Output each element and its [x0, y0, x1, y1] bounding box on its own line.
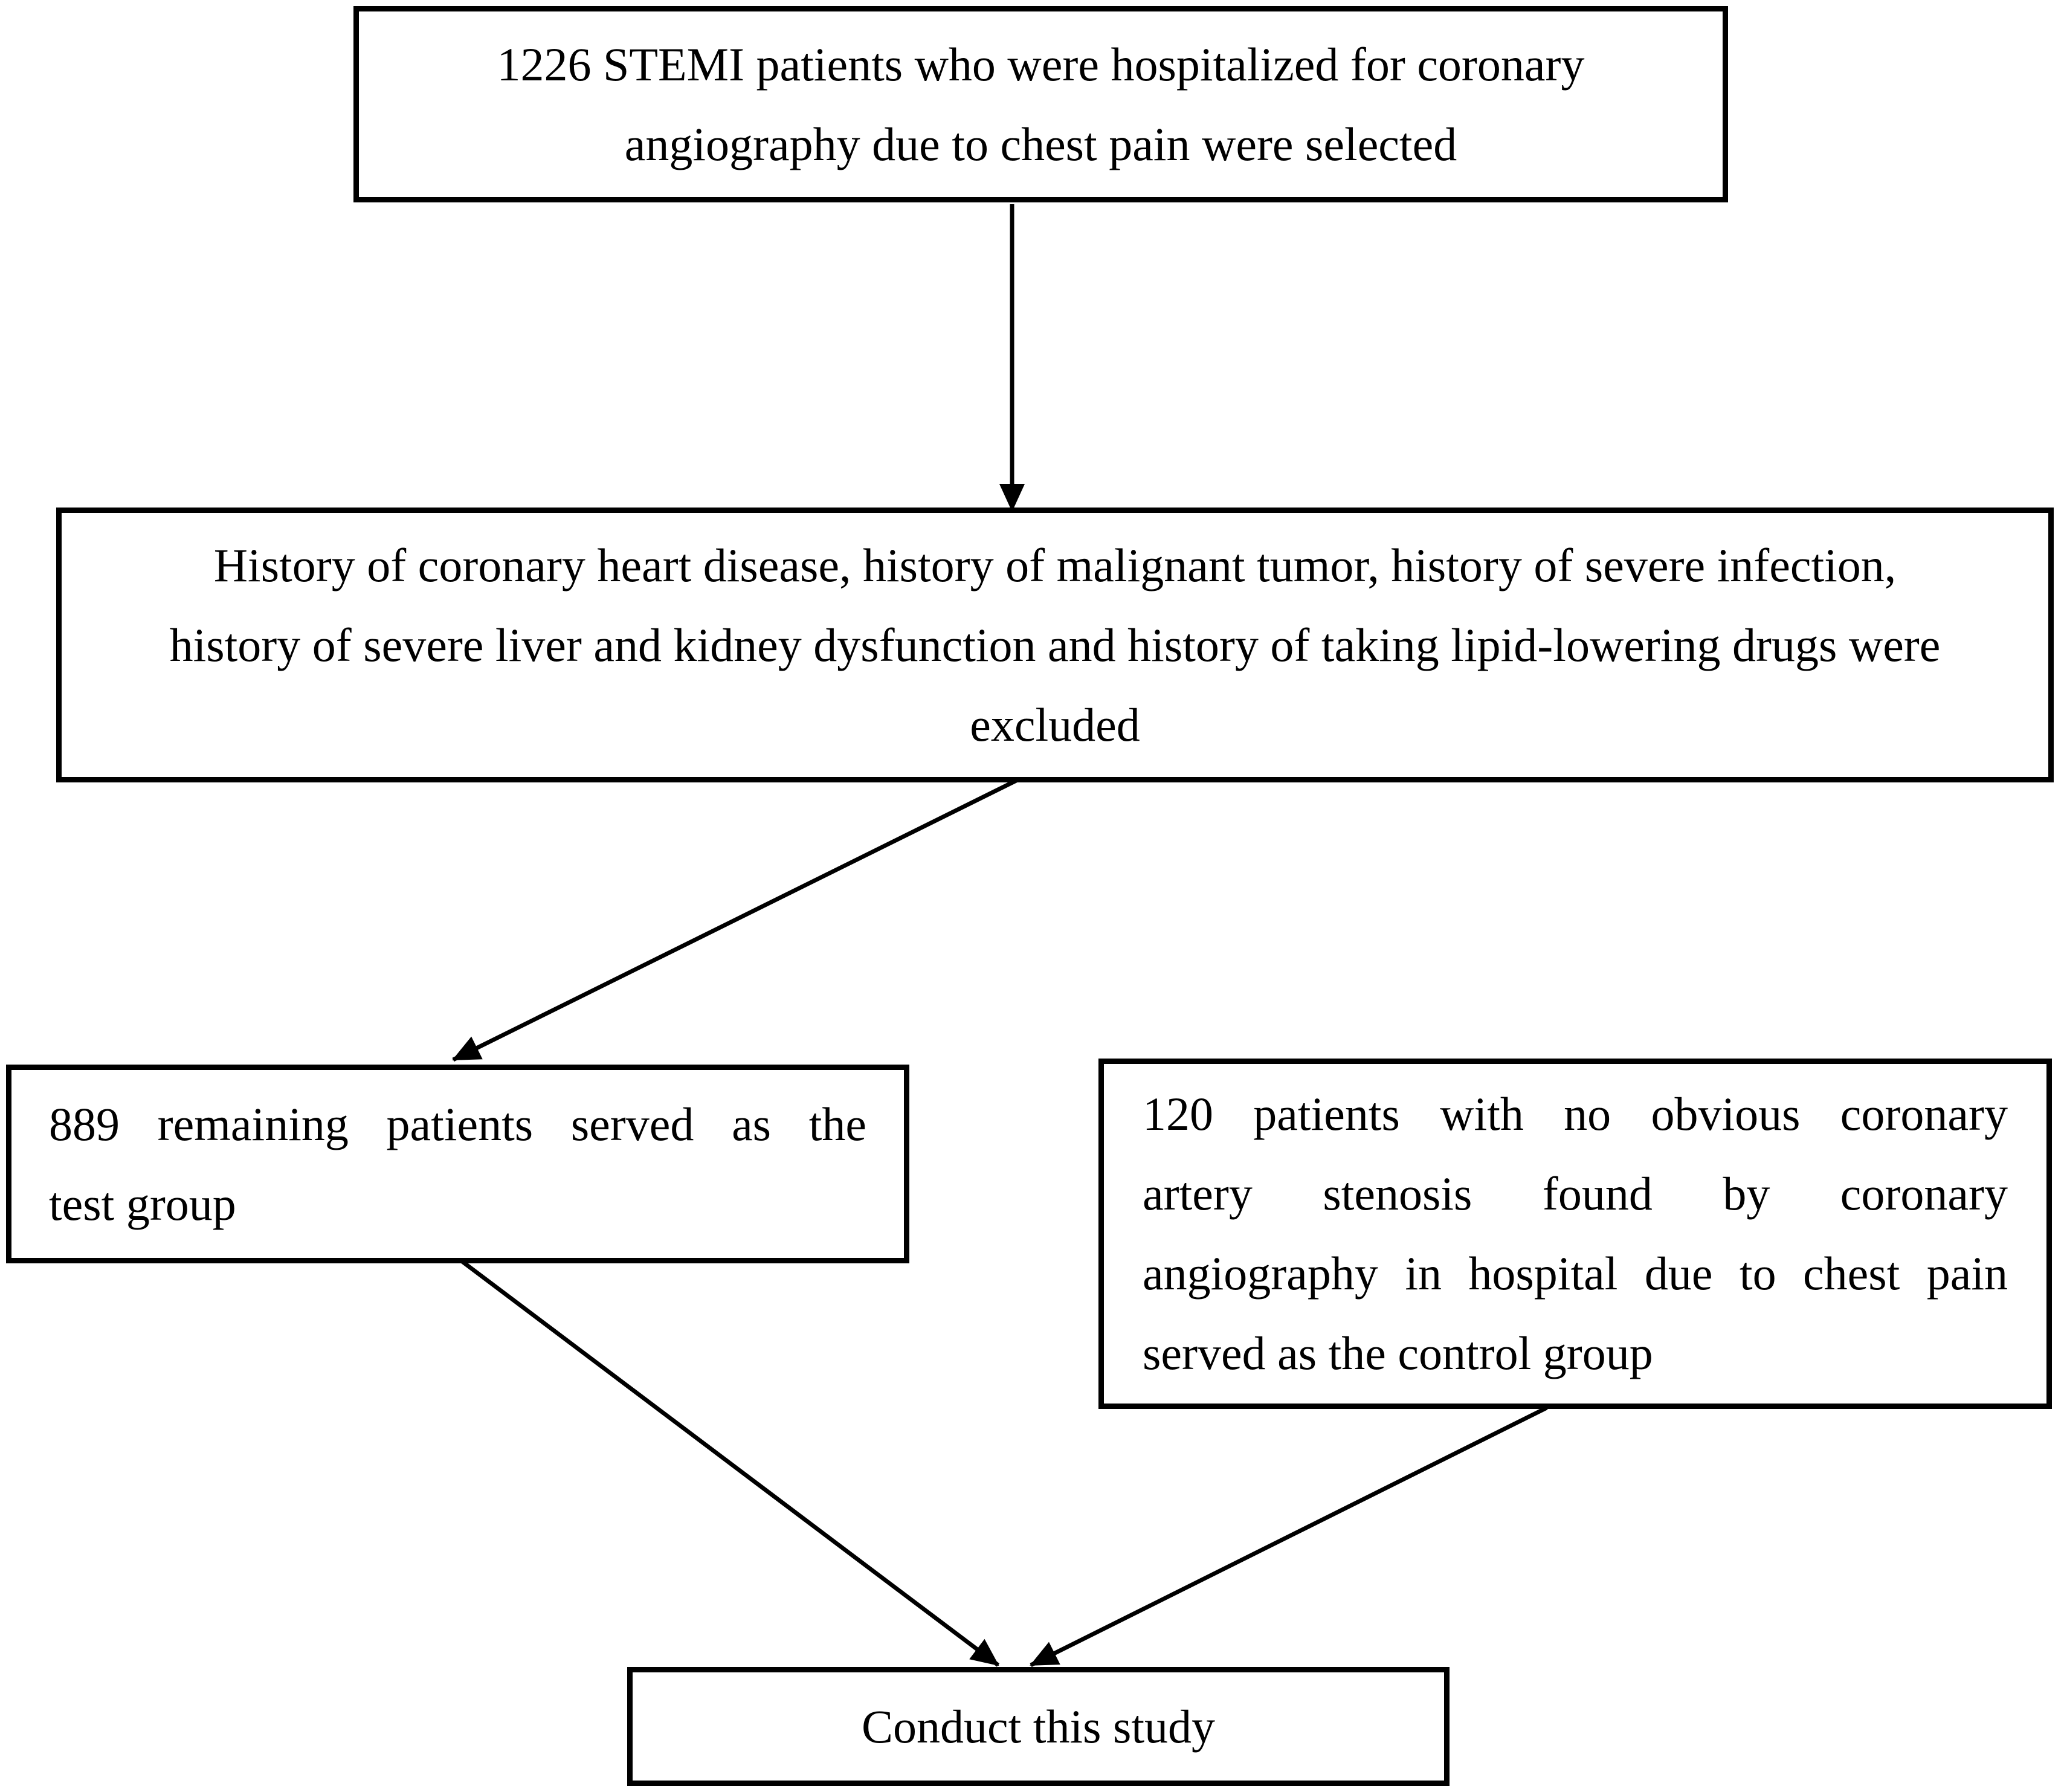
box-control-group-line: 120 patients with no obvious coronary [1143, 1088, 2008, 1140]
box-control-group-line: angiography in hospital due to chest pai… [1143, 1247, 2008, 1300]
box-conduct-study: Conduct this study [627, 1667, 1450, 1786]
box-control-group-line: artery stenosis found by coronary [1143, 1167, 2008, 1220]
box-exclusion-criteria-line: History of coronary heart disease, histo… [213, 538, 1897, 591]
box-test-group: 889 remaining patients served as the tes… [6, 1065, 909, 1263]
box-control-group: 120 patients with no obvious coronary ar… [1098, 1059, 2052, 1409]
box-patients-selected-line: angiography due to chest pain were selec… [624, 117, 1457, 170]
box-conduct-study-line: Conduct this study [861, 1700, 1216, 1753]
arrow-test-group-to-conduct [460, 1260, 1000, 1667]
box-exclusion-criteria-line: excluded [970, 698, 1140, 751]
box-control-group-line: served as the control group [1143, 1327, 1653, 1379]
arrow-control-group-to-conduct [1030, 1405, 1548, 1668]
box-patients-selected: 1226 STEMI patients who were hospitalize… [353, 6, 1728, 202]
arrow-excluded-to-test-group [452, 776, 1022, 1062]
box-test-group-line: test group [49, 1177, 236, 1230]
box-test-group-line: 889 remaining patients served as the [49, 1097, 866, 1150]
box-patients-selected-line: 1226 STEMI patients who were hospitalize… [497, 37, 1585, 91]
box-exclusion-criteria-line: history of severe liver and kidney dysfu… [169, 618, 1941, 671]
box-exclusion-criteria: History of coronary heart disease, histo… [56, 508, 2054, 782]
